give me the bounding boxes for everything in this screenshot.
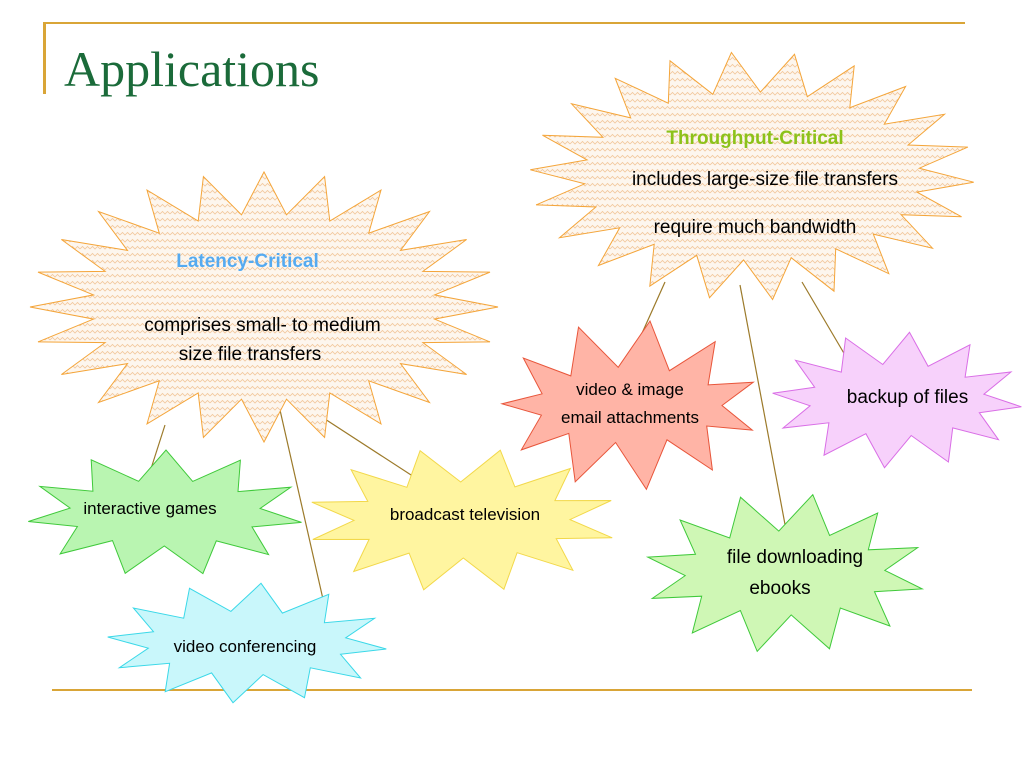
video-image-burst bbox=[500, 319, 755, 491]
throughput-critical-burst bbox=[530, 51, 974, 301]
title-top-rule bbox=[43, 22, 965, 24]
connector-latency-broadcast bbox=[307, 407, 429, 487]
video-conf-burst bbox=[107, 582, 387, 704]
ebooks-label: ebooks bbox=[749, 578, 811, 599]
bottom-rule bbox=[52, 689, 972, 691]
backup-of-files-label: backup of files bbox=[846, 387, 969, 408]
throughput-line-2: require much bandwidth bbox=[653, 217, 857, 238]
connector-throughput-download bbox=[739, 284, 788, 536]
throughput-critical-heading: Throughput-Critical bbox=[666, 128, 844, 149]
broadcast-television-label: broadcast television bbox=[389, 505, 541, 524]
video-conferencing-label: video conferencing bbox=[173, 637, 317, 656]
throughput-line-1: includes large-size file transfers bbox=[631, 169, 899, 190]
latency-line-1: comprises small- to medium bbox=[144, 315, 381, 336]
video-image-label-2: email attachments bbox=[561, 408, 699, 427]
interactive-games-burst bbox=[28, 449, 302, 575]
latency-critical-heading: Latency-Critical bbox=[176, 251, 319, 272]
video-image-label-1: video & image bbox=[576, 380, 684, 399]
title-left-rule bbox=[43, 22, 46, 94]
connector-latency-video-conf bbox=[279, 409, 326, 609]
file-download-burst bbox=[645, 493, 925, 653]
backup-burst bbox=[772, 331, 1022, 469]
latency-critical-burst bbox=[29, 170, 499, 444]
interactive-games-label: interactive games bbox=[83, 499, 217, 518]
latency-line-2: size file transfers bbox=[178, 344, 322, 365]
file-downloading-label: file downloading bbox=[726, 547, 864, 568]
broadcast-tv-burst bbox=[311, 449, 613, 591]
page-title: Applications bbox=[64, 41, 320, 97]
